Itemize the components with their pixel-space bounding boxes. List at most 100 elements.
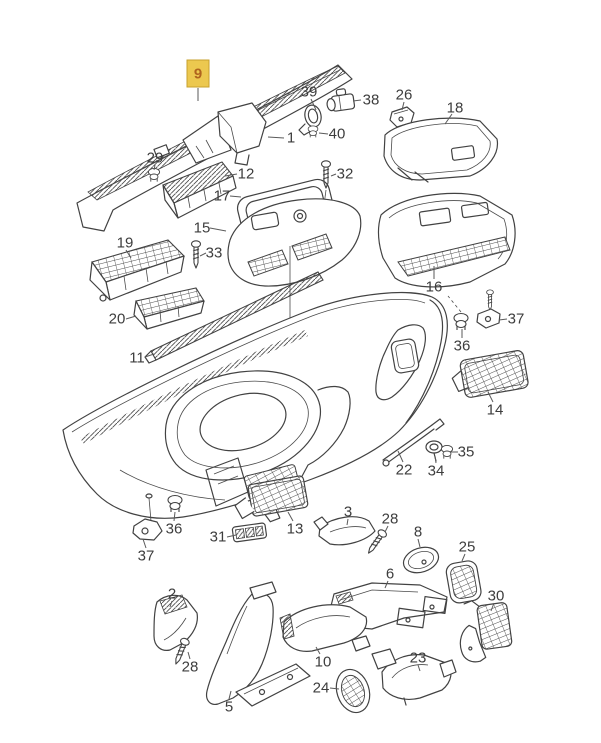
part-25-vent-grille-drawing (445, 560, 482, 604)
part-40-clip-nut-drawing (307, 125, 319, 138)
part-label-28: 28 (182, 659, 199, 676)
leader-line-37 (142, 538, 147, 549)
part-label-39: 39 (301, 84, 318, 101)
part-20-vent-grille-drawing (133, 287, 205, 330)
part-35-grommet-drawing (440, 444, 454, 460)
part-label-20: 20 (109, 311, 126, 328)
part-label-13: 13 (287, 521, 304, 538)
leader-line-12 (224, 173, 238, 177)
leader-line-26 (401, 101, 405, 111)
part-label-35: 35 (458, 444, 475, 461)
part-33-screw-drawing (190, 240, 202, 269)
part-label-12: 12 (238, 166, 255, 183)
part-label-15: 15 (194, 220, 211, 237)
leader-line-13 (287, 511, 294, 522)
leader-line-30 (490, 602, 495, 612)
part-label-28: 28 (382, 511, 399, 528)
leader-line-6 (384, 580, 389, 589)
part-14-side-vent-drawing (451, 350, 529, 398)
part-label-8: 8 (414, 524, 422, 541)
leader-line-5 (228, 690, 232, 700)
part-label-22: 22 (396, 462, 413, 479)
part-39-retainer-ring-drawing (298, 104, 322, 136)
part-label-18: 18 (447, 100, 464, 117)
leader-line-19 (125, 249, 132, 259)
leader-line-32 (330, 173, 337, 177)
part-18-storage-lid-drawing (383, 117, 499, 183)
part-36-upper-grommet-drawing (447, 295, 469, 331)
part-label-29: 29 (147, 150, 164, 167)
leader-line-33 (199, 252, 207, 257)
part-23-elbow-duct-drawing (371, 648, 457, 706)
leader-line-38 (352, 99, 362, 102)
part-label-19: 19 (117, 235, 134, 252)
part-2-side-duct-drawing (153, 594, 198, 651)
part-label-34: 34 (428, 463, 445, 480)
leader-line-36 (173, 511, 176, 522)
part-34-clip-drawing (425, 440, 443, 462)
leader-line-23 (417, 664, 421, 672)
part-1-defroster-duct-drawing (182, 102, 267, 166)
part-31-switch-strip-drawing (231, 522, 268, 543)
part-11-trim-strip-drawing (144, 271, 324, 364)
part-12-vent-grille-drawing (162, 161, 237, 219)
leader-line-28 (187, 651, 191, 660)
part-label-24: 24 (313, 680, 330, 697)
part-label-5: 5 (225, 699, 233, 716)
highlighted-part-marker[interactable] (186, 59, 210, 88)
leader-line-11 (144, 353, 155, 358)
part-24-oval-grille-drawing (335, 668, 371, 714)
part-38-sensor-drawing (326, 88, 356, 112)
part-37-upper-bracket-screw-drawing (476, 289, 501, 329)
leader-line-34 (434, 455, 437, 464)
part-label-11: 11 (129, 350, 145, 367)
leader-line-29 (153, 164, 156, 171)
part-label-17: 17 (214, 188, 231, 205)
leader-line-25 (461, 553, 466, 562)
part-10-lower-duct-drawing (279, 604, 371, 652)
leader-line-40 (318, 132, 329, 135)
part-label-25: 25 (459, 539, 476, 556)
part-8-cover-cap-drawing (402, 546, 440, 574)
part-label-14: 14 (487, 402, 504, 419)
part-15-center-trim-drawing (227, 198, 362, 400)
leader-line-15 (209, 227, 227, 232)
part-label-37: 37 (508, 311, 525, 328)
part-16-storage-tray-drawing (377, 192, 516, 288)
part-label-26: 26 (396, 87, 413, 104)
leader-line-39 (310, 98, 317, 111)
part-label-30: 30 (488, 588, 505, 605)
part-label-9[interactable]: 9 (194, 66, 202, 83)
leader-line-14 (487, 391, 494, 403)
part-label-6: 6 (386, 566, 394, 583)
part-3-air-duct-drawing (313, 516, 376, 546)
part-label-40: 40 (329, 126, 346, 143)
leader-line-31 (226, 534, 237, 538)
part-label-3: 3 (344, 504, 352, 521)
part-label-37: 37 (138, 548, 155, 565)
part-label-36: 36 (166, 521, 183, 538)
part-37-lower-sensor-drawing (132, 493, 163, 541)
part-label-33: 33 (206, 245, 223, 262)
part-22-linkage-rod-drawing (382, 418, 445, 467)
leader-line-8 (417, 538, 421, 548)
leader-line-3 (346, 518, 349, 526)
part-label-32: 32 (337, 166, 354, 183)
part-13-center-vent-drawing (234, 475, 309, 523)
part-label-16: 16 (426, 279, 443, 296)
part-label-10: 10 (315, 654, 332, 671)
part-label-1: 1 (287, 130, 295, 147)
leader-line-17 (229, 195, 242, 198)
leader-line-22 (397, 450, 404, 463)
part-5-center-duct-drawing (205, 581, 311, 707)
part-label-31: 31 (210, 529, 227, 546)
part-label-2: 2 (168, 586, 176, 603)
leader-line-2 (169, 600, 173, 608)
leader-line-24 (329, 687, 340, 690)
part-label-36: 36 (454, 338, 471, 355)
leader-line-20 (125, 315, 137, 320)
leader-line-1 (267, 136, 285, 139)
